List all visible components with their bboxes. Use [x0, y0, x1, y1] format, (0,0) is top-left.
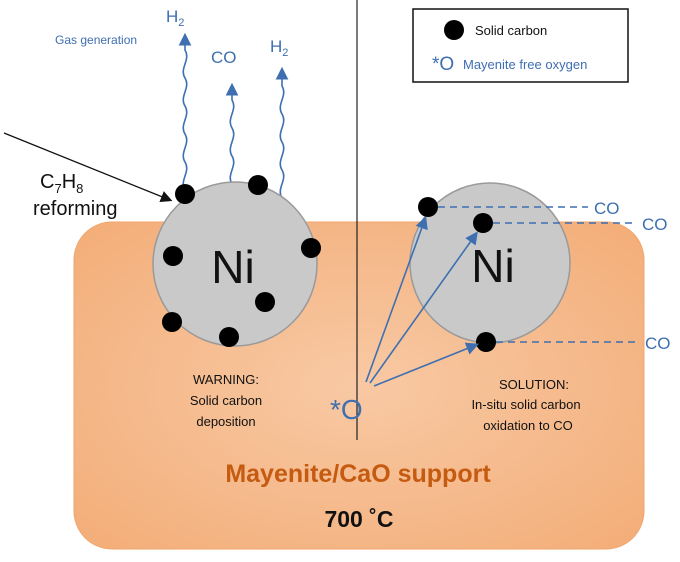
oxygen-arrow-3 [373, 342, 479, 387]
support-temperature: 700 ˚C [324, 506, 393, 532]
carbon-dot [473, 213, 493, 233]
ni-particle-left [152, 181, 318, 347]
gas-arrow-h2-left [178, 32, 192, 191]
legend-carbon-dot [444, 20, 464, 40]
carbon-dot [255, 292, 275, 312]
legend-box [412, 8, 629, 83]
oxygen-arrow-2 [369, 231, 478, 384]
solution-line-3: oxidation to CO [483, 418, 573, 433]
co-label-3: CO [645, 334, 671, 353]
warning-line-3: deposition [196, 414, 255, 429]
carbon-dot [418, 197, 438, 217]
legend-oxygen-symbol: *O [432, 54, 454, 75]
carbon-dot [162, 312, 182, 332]
co-label-2: CO [642, 215, 668, 234]
legend-free-oxygen: Mayenite free oxygen [463, 57, 587, 72]
carbon-dot [163, 246, 183, 266]
legend-solid-carbon: Solid carbon [475, 23, 547, 38]
support-title: Mayenite/CaO support [225, 460, 491, 488]
carbon-dot [301, 238, 321, 258]
co-label-1: CO [594, 199, 620, 218]
reforming-arrow [3, 132, 173, 203]
ni-label-right: Ni [471, 240, 514, 292]
carbon-dot [476, 332, 496, 352]
reforming-label: reforming [33, 198, 117, 220]
solution-line-2: In-situ solid carbon [471, 397, 580, 412]
reforming-formula: C7H8 [40, 171, 83, 196]
carbon-dot [175, 184, 195, 204]
ni-label-left: Ni [211, 241, 254, 293]
oxygen-arrow-1 [365, 215, 428, 383]
carbon-dot [219, 327, 239, 347]
center-oxygen: *O [330, 394, 363, 425]
solution-title: SOLUTION: [499, 377, 569, 392]
gas-arrow-h2-right [275, 66, 289, 199]
gas-label-h2-left: H2 [166, 7, 184, 29]
warning-title: WARNING: [193, 372, 259, 387]
gas-generation-label: Gas generation [55, 33, 137, 47]
gas-label-h2-right: H2 [270, 37, 288, 59]
warning-line-2: Solid carbon [190, 393, 262, 408]
gas-label-co: CO [211, 48, 237, 67]
carbon-dot [248, 175, 268, 195]
